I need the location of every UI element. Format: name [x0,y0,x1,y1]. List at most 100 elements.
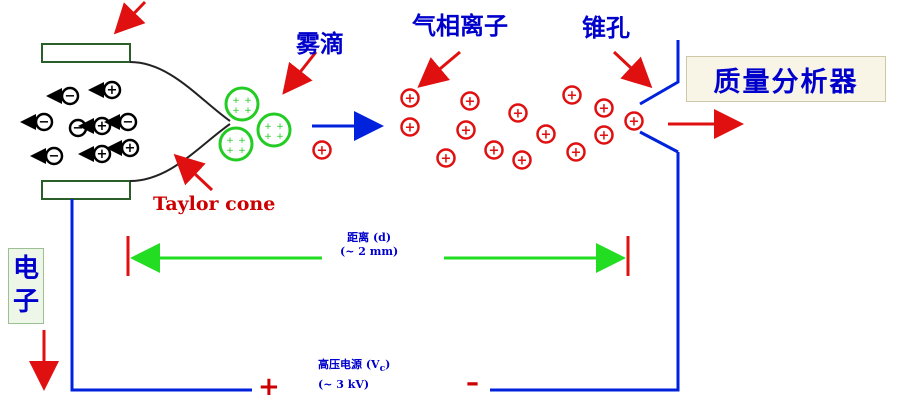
positive-ion: + [594,98,614,118]
negative-ion-circle [34,112,54,132]
positive-ion: + [624,111,644,131]
orifice-lower-plate [639,130,679,154]
droplet-charge: + [264,122,272,132]
pointer-arrow-taylor [173,153,214,192]
positive-ion: + [562,85,582,105]
droplet-charge: + [232,96,240,106]
voltage-prefix: 高压电源 (V [318,358,380,371]
distance-label-line-2: (~ 2 mm) [340,245,399,258]
positive-ion-group: + + + + + + + + + + + + + + + [312,85,644,170]
negative-ion: − [46,86,80,106]
positive-ion-sign: + [567,89,578,104]
positive-ion-circle [624,111,644,131]
droplet-circle [218,126,254,162]
positive-ion: + [508,103,528,123]
droplet-circle [224,86,260,122]
distance-label-line-1: 距离 (d) [347,231,392,244]
positive-ion: + [400,88,420,108]
positive-ion-sign: + [461,124,472,139]
positive-ion-sign: + [465,95,476,110]
negative-ion: − [104,112,138,132]
positive-ion-sign: + [513,107,524,122]
positive-ion-circle [484,140,504,160]
negative-ion: − [68,118,88,138]
positive-ion-sign: + [599,102,610,117]
droplet-label: 雾滴 [296,30,344,58]
negative-ion: − [30,146,64,166]
pointer-arrow-gas-ions [417,50,461,88]
positive-ion-circle [312,140,332,160]
negative-ion-sign: + [97,147,108,162]
negative-ion-circle [44,146,64,166]
positive-ion-sign: + [571,146,582,161]
gas-ions-label: 气相离子 [412,12,508,40]
positive-ion-sign: + [629,115,640,130]
positive-ion: + [484,140,504,160]
positive-ion-circle [566,142,586,162]
orifice-upper-plate [639,40,680,106]
pointer-arrow-droplet [282,51,318,95]
pointer-arrow-top-left [113,0,147,35]
droplet-charge: + [276,122,284,132]
negative-ion-circle [102,80,122,100]
negative-ion-sign: − [39,115,50,130]
droplet-charge: + [264,132,272,142]
negative-ion-sign: − [73,121,84,136]
electron-label-box: 电 子 [8,248,44,324]
positive-ion-circle [460,91,480,111]
positive-ion-sign: + [405,92,416,107]
positive-ion-sign: + [541,128,552,143]
voltage-subscript: c [379,363,386,375]
negative-ion: + [88,80,122,100]
negative-ion-sign: + [107,83,118,98]
positive-ion: + [594,125,614,145]
negative-ion-sign: − [123,115,134,130]
droplet-group: ++++++++++++ [218,86,292,162]
voltage-label: 高压电源 (Vc) (~ 3 kV) [318,357,390,393]
droplet-circle [256,112,292,148]
capillary-top-plate [41,43,131,63]
voltage-suffix: ) [385,358,391,371]
negative-ion-sign: + [125,141,136,156]
positive-ion: + [566,142,586,162]
positive-ion-circle [512,150,532,170]
droplet-charge: + [232,106,240,116]
negative-ion-circle [60,86,80,106]
droplet-charge: + [244,106,252,116]
negative-ion-sign: − [49,149,60,164]
cone-orifice-label: 锥孔 [582,14,630,42]
negative-terminal: – [466,368,479,398]
electron-label-char-2: 子 [12,287,39,317]
charged-droplet: ++++ [224,86,260,122]
droplet-charge: + [226,146,234,156]
taylor-cone-upper [129,61,231,122]
voltage-label-line-2: (~ 3 kV) [318,378,370,392]
droplet-charge: + [244,96,252,106]
positive-ion: + [536,124,556,144]
pointer-arrow-orifice [612,50,653,89]
droplet-charge: + [276,132,284,142]
electron-label-char-1: 电 [12,254,39,284]
droplet-charge: + [238,146,246,156]
positive-ion: + [460,91,480,111]
positive-ion-sign: + [441,152,452,167]
positive-ion: + [456,120,476,140]
positive-ion-circle [594,98,614,118]
positive-terminal: + [258,372,280,402]
positive-ion: + [400,117,420,137]
positive-ion-circle [400,117,420,137]
droplet-charge: + [226,136,234,146]
positive-ion-circle [562,85,582,105]
positive-ion: + [312,140,332,160]
charged-droplet: ++++ [218,126,254,162]
negative-ion: − [20,112,54,132]
negative-ion-group: −+−−+−−++ [20,80,140,166]
positive-ion-circle [508,103,528,123]
positive-ion-sign: + [517,154,528,169]
negative-ion-circle [118,112,138,132]
positive-ion-sign: + [405,121,416,136]
mass-analyzer-box: 质量分析器 [686,56,886,102]
wire-right [490,152,680,392]
